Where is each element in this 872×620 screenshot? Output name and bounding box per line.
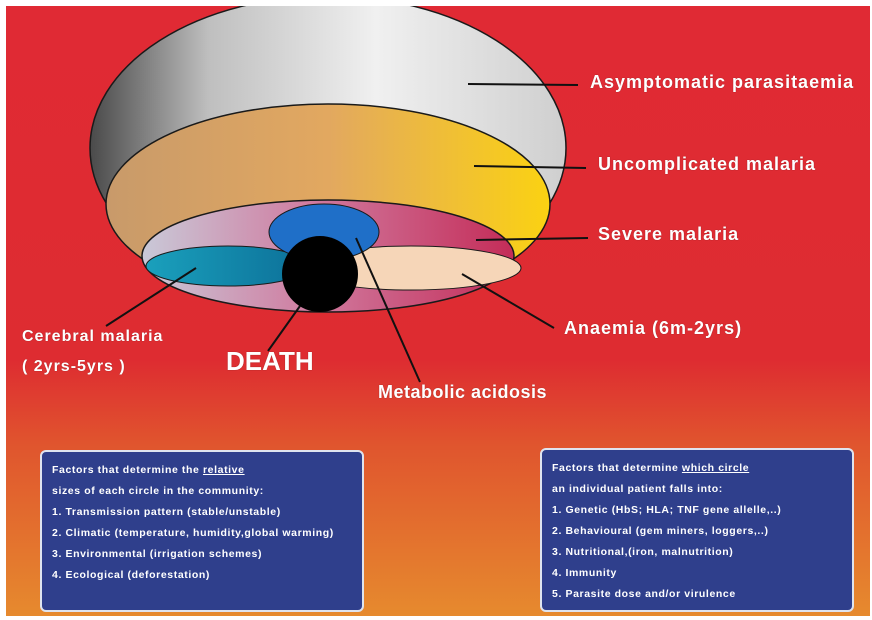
patient-factor-item: 4. Immunity <box>552 563 846 584</box>
patient-factors-title: Factors that determine which circle <box>552 458 846 479</box>
relative-size-factor-item: 2. Climatic (temperature, humidity,globa… <box>52 523 356 544</box>
relative-size-title-text: Factors that determine the <box>52 464 203 476</box>
label-uncomplicated-malaria: Uncomplicated malaria <box>598 154 816 175</box>
patient-factors-title-text: Factors that determine <box>552 462 682 474</box>
patient-factors-title-line2: an individual patient falls into: <box>552 479 846 500</box>
label-metabolic-acidosis: Metabolic acidosis <box>378 382 547 403</box>
relative-size-factor-item: 3. Environmental (irrigation schemes) <box>52 544 356 565</box>
relative-size-title: Factors that determine the relative <box>52 460 356 481</box>
label-cerebral-malaria: Cerebral malaria <box>22 328 163 346</box>
relative-size-factors-box: Factors that determine the relative size… <box>40 450 364 612</box>
label-anaemia: Anaemia (6m-2yrs) <box>564 318 742 339</box>
relative-size-factor-item: 4. Ecological (deforestation) <box>52 565 356 586</box>
patient-factor-item: 3. Nutritional,(iron, malnutrition) <box>552 542 846 563</box>
patient-factors-title-emphasis: which circle <box>682 462 749 474</box>
individual-patient-factors-box: Factors that determine which circle an i… <box>540 448 854 612</box>
relative-size-title-emphasis: relative <box>203 464 245 476</box>
label-cerebral-age: ( 2yrs-5yrs ) <box>22 358 126 376</box>
patient-factor-item: 5. Parasite dose and/or virulence <box>552 584 846 605</box>
label-death: DEATH <box>226 346 314 377</box>
relative-size-title-line2: sizes of each circle in the community: <box>52 481 356 502</box>
death-circle <box>282 236 358 312</box>
diagram-canvas: Asymptomatic parasitaemia Uncomplicated … <box>6 6 870 616</box>
label-asymptomatic-parasitaemia: Asymptomatic parasitaemia <box>590 72 854 93</box>
patient-factor-item: 2. Behavioural (gem miners, loggers,..) <box>552 521 846 542</box>
relative-size-factor-item: 1. Transmission pattern (stable/unstable… <box>52 502 356 523</box>
label-severe-malaria: Severe malaria <box>598 224 739 245</box>
patient-factor-item: 1. Genetic (HbS; HLA; TNF gene allelle,.… <box>552 500 846 521</box>
leader-asymptomatic <box>468 84 578 85</box>
